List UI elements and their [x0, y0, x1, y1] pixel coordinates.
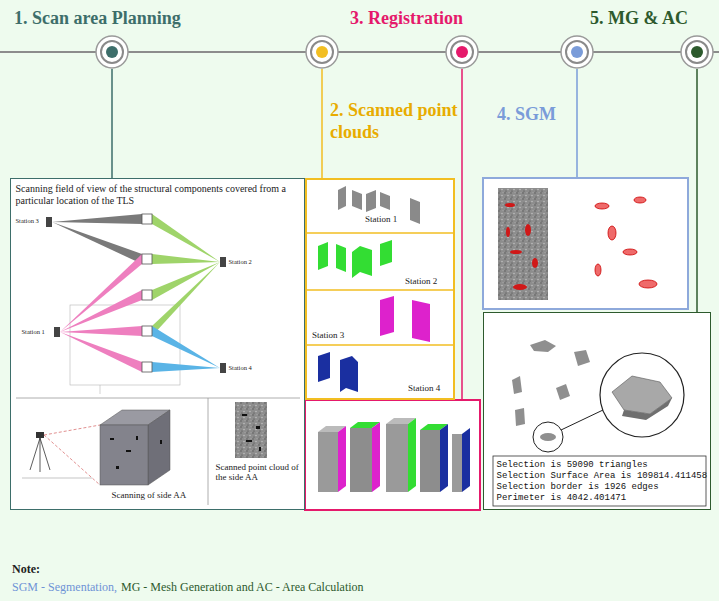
note-text: MG - Mesh Generation and AC - Area Calcu… — [121, 580, 364, 594]
station-label: Station 3 — [16, 217, 39, 225]
stage-connector — [321, 69, 323, 178]
stage-ring — [445, 35, 479, 69]
planning-panel: Scanning field of view of the structural… — [10, 178, 305, 510]
note-heading: Note: — [12, 562, 40, 576]
station-label: Station 4 — [408, 383, 440, 394]
stage-ring — [95, 35, 129, 69]
stage-ring — [680, 35, 714, 69]
station-label: Station 4 — [229, 364, 252, 372]
station-label: Station 2 — [229, 258, 252, 266]
mesh-panel: Selection is 59090 trianglesSelection Su… — [483, 312, 711, 510]
stage-ring — [560, 35, 594, 69]
station-label: Station 1 — [22, 328, 45, 336]
station-label: Station 2 — [405, 276, 437, 287]
stage-marker: 4. SGM — [560, 35, 594, 69]
figure-caption: Scanning of side AA — [112, 490, 187, 501]
stage-marker: 2. Scanned point clouds — [305, 35, 339, 69]
stage-marker: 1. Scan area Planning — [95, 35, 129, 69]
console-line: Selection is 59090 triangles — [497, 460, 648, 471]
stage-ring — [305, 35, 339, 69]
stage-title: 4. SGM — [497, 104, 556, 126]
console-line: Selection Surface Area is 109814.411458 — [497, 471, 708, 482]
figure-caption: Scanned point cloud of the side AA — [216, 462, 302, 484]
station-label: Station 1 — [365, 214, 397, 225]
stage-title: 1. Scan area Planning — [14, 8, 181, 30]
stage-connector — [111, 69, 113, 178]
stage-title: 5. MG & AC — [590, 8, 688, 30]
note-text: SGM - Segmentation, — [12, 580, 117, 594]
stage-marker: 3. Registration — [445, 35, 479, 69]
panel-caption: Scanning field of view of the structural… — [16, 183, 300, 207]
console-line: Perimeter is 4042.401471 — [497, 493, 627, 504]
stage-connector — [696, 69, 698, 312]
stage-marker: 5. MG & AC — [680, 35, 714, 69]
point-cloud-panel: Station 1 Station 2 Station 3 Station 4 — [305, 178, 455, 400]
console-line: Selection border is 1926 edges — [497, 482, 659, 493]
station-label: Station 3 — [312, 330, 344, 341]
stage-title: 3. Registration — [350, 8, 463, 30]
stage-title: 2. Scanned point clouds — [330, 100, 462, 143]
